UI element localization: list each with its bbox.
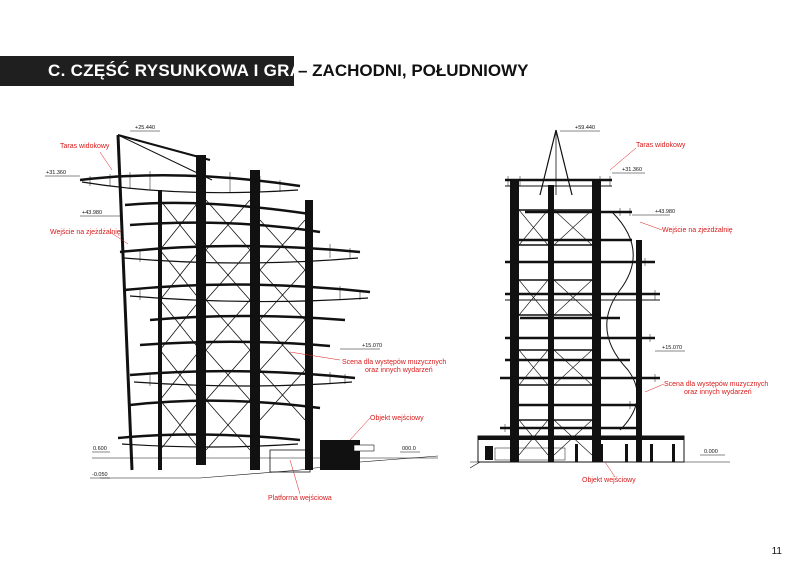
south-label-entrance-building: Objekt wejściowy [582, 477, 636, 484]
west-ground-left-elevation: 0.600 [93, 446, 107, 452]
west-terrace-elevation: +31.360 [46, 170, 66, 176]
south-terrace-elevation: +31.360 [622, 167, 642, 173]
south-slide-elevation: +43.980 [655, 209, 675, 215]
south-elevation: +59.440 +31.360 +43.980 +15.070 0.000 Ta… [469, 125, 768, 484]
west-label-entrance-building: Objekt wejściowy [370, 415, 424, 422]
west-label-terrace: Taras widokowy [60, 143, 110, 150]
south-stage-elevation: +15.070 [662, 345, 682, 351]
south-label-stage-1: Scena dla występów muzycznych [664, 381, 768, 388]
page-number: 11 [771, 546, 782, 557]
south-ground-elevation: 0.000 [704, 449, 718, 455]
south-top-elevation: +59.440 [575, 125, 595, 131]
header-subtitle: – ZACHODNI, POŁUDNIOWY [298, 61, 529, 80]
west-top-elevation: +25.440 [135, 125, 155, 131]
west-base-elevation: -0.050 [92, 472, 108, 478]
west-ground-right-elevation: 000.0 [402, 446, 416, 452]
south-label-terrace: Taras widokowy [636, 142, 686, 149]
west-label-slide: Wejście na zjeżdżalnię [50, 229, 121, 236]
south-label-stage-2: oraz innych wydarzeń [684, 389, 752, 396]
header-title-box [0, 56, 294, 86]
west-elevation: +25.440 +31.360 +43.980 +15.070 0.600 00… [45, 125, 446, 502]
west-label-stage-1: Scena dla występów muzycznych [342, 359, 446, 366]
header-title: C. CZĘŚĆ RYSUNKOWA I GRAFICZNA [48, 61, 367, 80]
south-label-slide: Wejście na zjeżdżalnię [662, 227, 733, 234]
west-label-entrance-platform: Platforma wejściowa [268, 495, 332, 502]
west-slide-elevation: +43.980 [82, 210, 102, 216]
west-label-stage-2: oraz innych wydarzeń [365, 367, 433, 374]
west-stage-elevation: +15.070 [362, 343, 382, 349]
